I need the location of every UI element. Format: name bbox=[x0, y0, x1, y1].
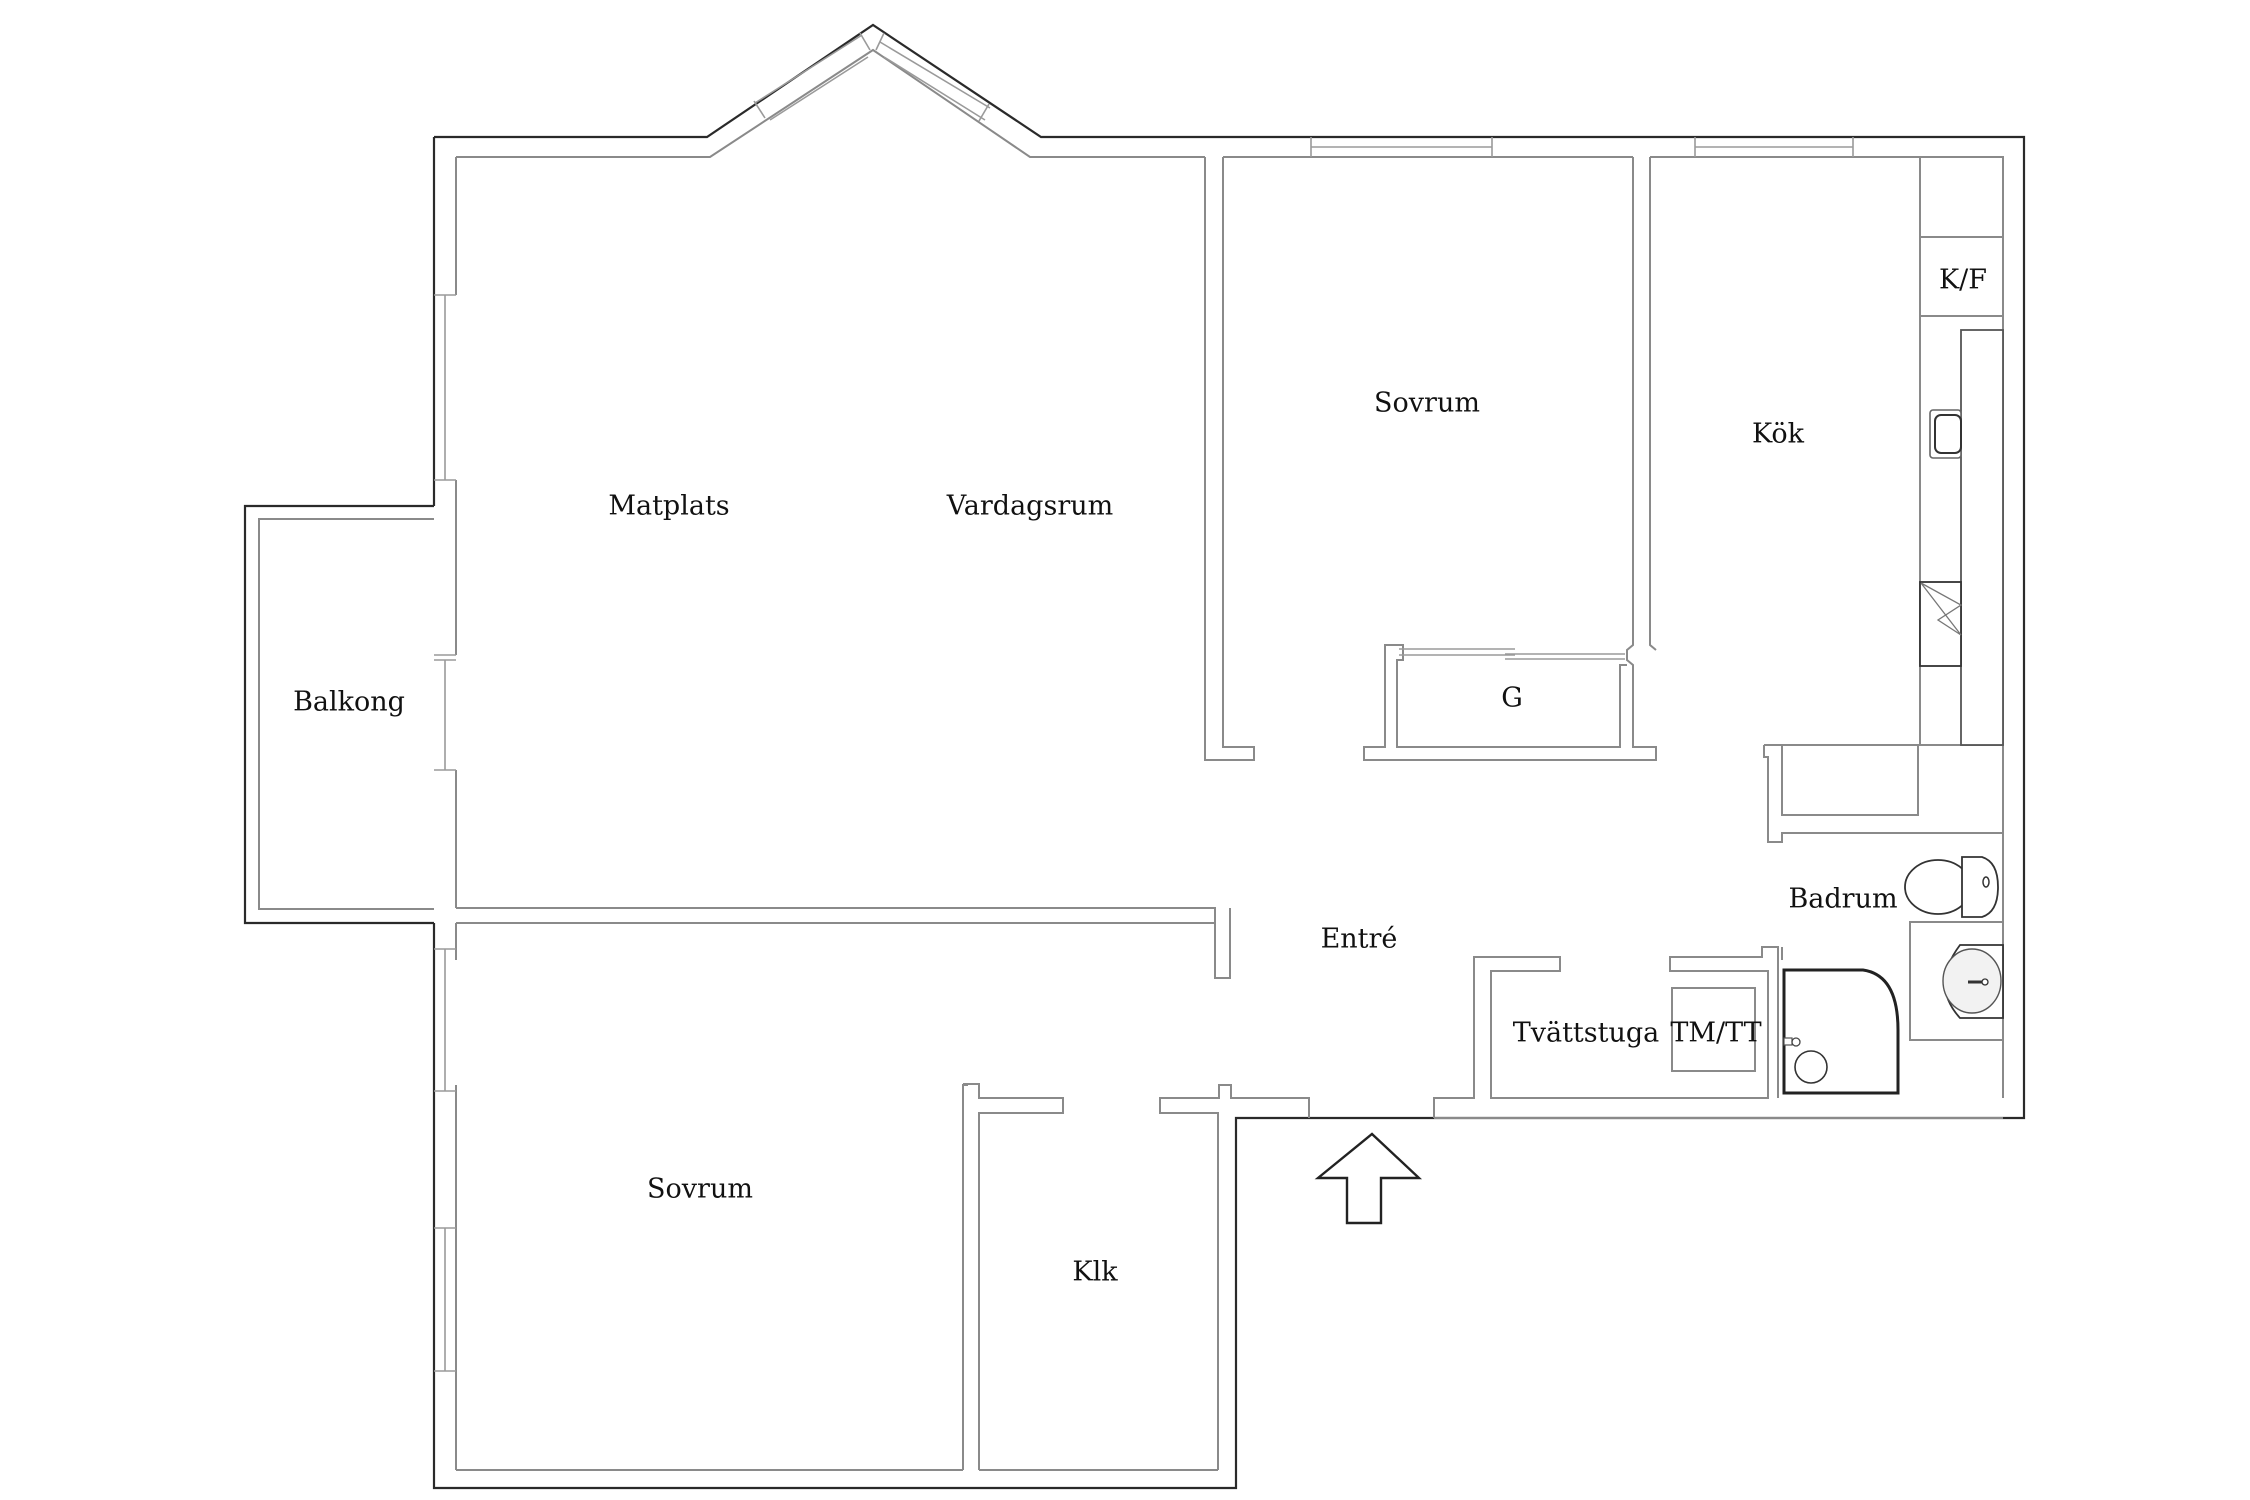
room-label-tm-tt: TM/TT bbox=[1670, 1017, 1762, 1049]
kitchen-sink-icon bbox=[1929, 409, 1962, 459]
balcony bbox=[258, 518, 434, 910]
outer-wall bbox=[243, 23, 2026, 1490]
stove-icon bbox=[1919, 581, 1963, 667]
entrance-arrow-icon bbox=[1314, 1132, 1423, 1225]
room-label-entre: Entré bbox=[1320, 923, 1398, 955]
room-label-sovrum-lower: Sovrum bbox=[647, 1173, 753, 1205]
washbasin-icon bbox=[1909, 921, 2004, 1041]
room-label-matplats: Matplats bbox=[608, 490, 730, 522]
bay-window bbox=[456, 32, 1205, 158]
room-label-badrum: Badrum bbox=[1788, 883, 1898, 915]
shower-icon bbox=[1782, 968, 1900, 1095]
windows bbox=[434, 137, 1854, 1372]
toilet-icon bbox=[1904, 856, 1999, 918]
room-label-vardagsrum: Vardagsrum bbox=[946, 490, 1114, 522]
room-label-balkong: Balkong bbox=[293, 686, 405, 718]
room-label-kok: Kök bbox=[1751, 418, 1805, 450]
room-label-klk: Klk bbox=[1072, 1256, 1118, 1288]
room-label-kf: K/F bbox=[1938, 264, 1988, 296]
kitchen-counter bbox=[1919, 156, 2004, 746]
room-label-tvattstuga: Tvättstuga bbox=[1512, 1017, 1660, 1049]
room-label-sovrum-upper: Sovrum bbox=[1374, 387, 1480, 419]
room-label-garderob: G bbox=[1501, 682, 1523, 714]
interior-walls bbox=[455, 156, 2004, 1471]
